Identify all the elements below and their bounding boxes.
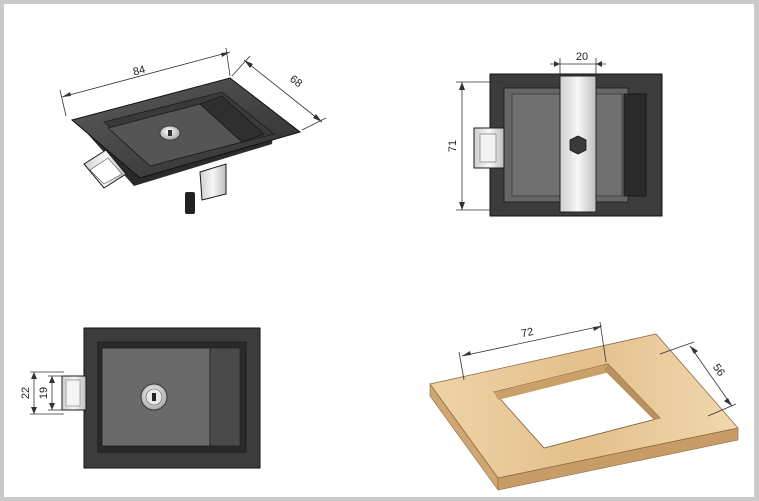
cutout-plate-view: 72 56: [429, 321, 739, 491]
dim-20: 20: [550, 51, 606, 74]
dim-19: 19: [38, 375, 64, 411]
rear-view: 20 71: [447, 51, 663, 217]
dim-22: 22: [20, 371, 64, 415]
dim-84-label: 84: [132, 64, 147, 79]
iso-latch-view: 84 68: [59, 47, 327, 214]
dim-71-label: 71: [447, 140, 459, 152]
iso-bolt: [185, 192, 195, 214]
dim-72-label: 72: [520, 326, 534, 340]
dim-72: 72: [458, 321, 607, 381]
rear-hex-nut: [569, 135, 587, 155]
dim-20-label: 20: [576, 51, 588, 63]
dim-68-label: 68: [287, 73, 304, 90]
dim-68: 68: [231, 55, 327, 131]
iso-mount-bracket: [199, 163, 227, 201]
dim-56-label: 56: [710, 362, 727, 379]
dim-22-label: 22: [20, 387, 32, 399]
dim-56: 56: [659, 341, 737, 417]
dim-71: 71: [447, 81, 504, 211]
dim-19-label: 19: [38, 387, 50, 399]
iso-side-handle: [83, 149, 127, 189]
dim-84: 84: [59, 47, 231, 117]
front-view: 22 19: [20, 327, 261, 469]
drawing-sheet: 84 68 20: [4, 4, 754, 497]
rear-side-block: [623, 93, 647, 197]
